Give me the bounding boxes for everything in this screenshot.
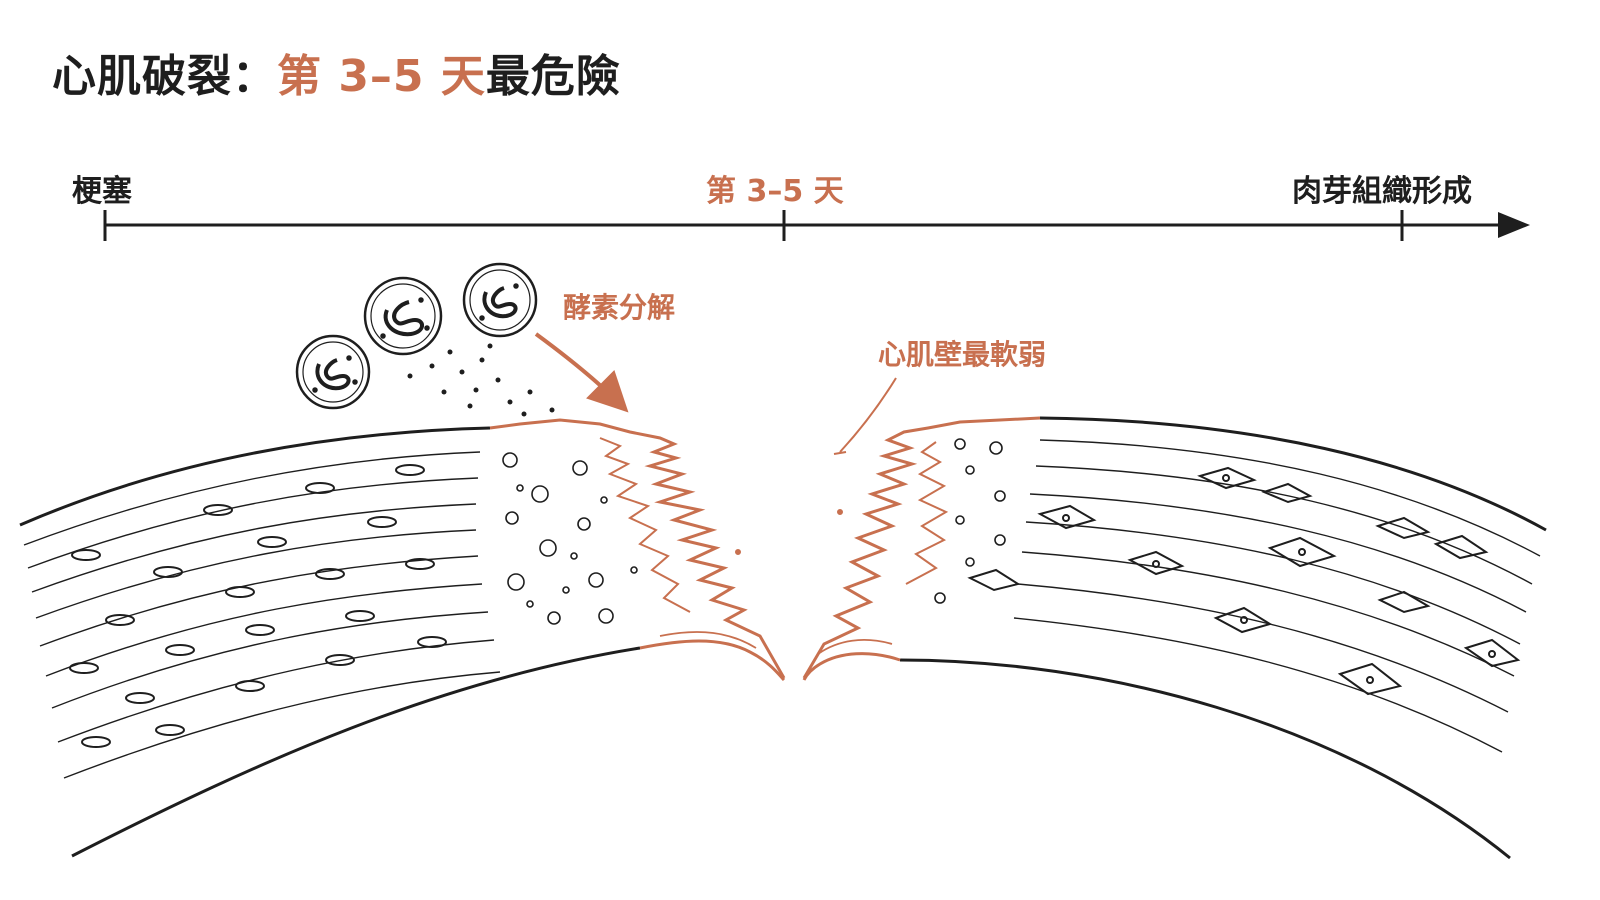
neutrophil-1 (295, 334, 371, 410)
timeline-arrowhead-icon (1498, 212, 1530, 238)
diagram-title: 心肌破裂：第 3–5 天最危險 (52, 40, 621, 104)
enzyme-label: 酵素分解 (563, 291, 676, 324)
right-myocardium-wall (899, 416, 1547, 860)
timeline (103, 210, 1530, 241)
title-prefix: 心肌破裂： (52, 51, 277, 102)
weakest-wall-label: 心肌壁最軟弱 (878, 338, 1047, 371)
timeline-mid-label: 第 3–5 天 (706, 174, 844, 209)
neutrophil-3 (462, 262, 538, 338)
title-suffix: 最危險 (485, 51, 621, 102)
right-rupture-edge (735, 416, 1041, 681)
timeline-end-label: 肉芽組織形成 (1292, 174, 1472, 209)
left-myocardium-wall (19, 426, 641, 858)
left-rupture-edge (489, 418, 786, 682)
enzyme-granules (407, 343, 555, 417)
timeline-start-label: 梗塞 (72, 174, 132, 209)
neutrophil-cells (295, 262, 555, 417)
weakest-wall-pointer (839, 377, 897, 453)
title-highlight: 第 3–5 天 (277, 51, 486, 102)
enzyme-arrow-icon (534, 332, 629, 413)
neutrophil-2 (363, 276, 443, 356)
